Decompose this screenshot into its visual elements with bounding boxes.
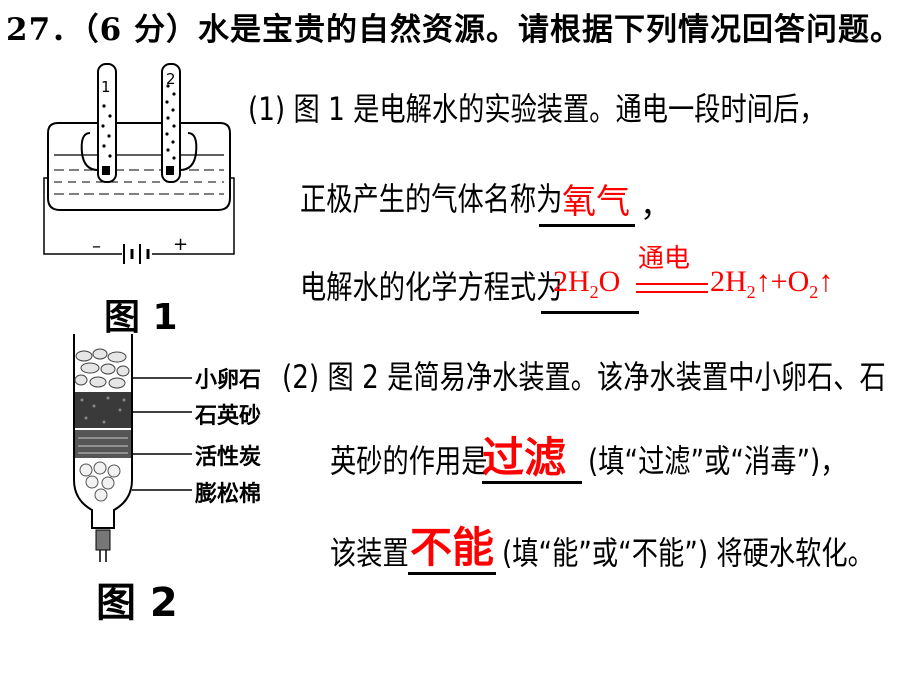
part2-soft-suffix: (填“能”或“不能”) 将硬水软化。 (502, 528, 900, 574)
gas-suffix: ， (640, 186, 673, 224)
figure2-label: 图 2 (96, 580, 178, 626)
soft-suffix-text: (填“能”或“不能”) 将硬水软化。 (502, 534, 874, 572)
eq-right-arrow-O: ↑+O (755, 265, 810, 298)
soft-answer-blank (408, 528, 496, 575)
tube2-label: 2 (166, 70, 176, 88)
soft-answer: 不能 (410, 523, 495, 572)
equation-left-blank (541, 283, 639, 314)
part2-soft-prefix: 该装置 (330, 528, 426, 574)
question-title: 27．（6 分）水是宝贵的自然资源。请根据下列情况回答问题。 (6, 12, 900, 48)
eq-left-O: O (598, 265, 621, 298)
eq-right-2H: 2H (710, 265, 747, 298)
equation-left: 2H2O (553, 265, 620, 303)
tube1-label: 1 (101, 78, 111, 96)
equation-right: 2H2↑+O2↑ (710, 265, 833, 303)
eq-right-arrow: ↑ (818, 265, 834, 298)
equation-equals-sign (636, 283, 708, 293)
eq-right-sub2: 2 (809, 282, 819, 302)
gas-prefix-text: 正极产生的气体名称为 (300, 180, 563, 218)
water-filter-diagram (73, 334, 192, 562)
electrolysis-apparatus-diagram (43, 63, 235, 264)
soft-prefix-text: 该装置 (330, 534, 409, 572)
layer-label-activated-carbon: 活性炭 (195, 445, 262, 470)
gas-answer-blank (539, 186, 635, 227)
part1-intro-text: (1) 图 1 是电解水的实验装置。通电一段时间后， (248, 90, 826, 128)
equation-condition: 通电 (638, 244, 691, 274)
layer-label-cotton: 膨松棉 (195, 482, 262, 507)
part1-intro: (1) 图 1 是电解水的实验装置。通电一段时间后， (248, 84, 900, 130)
role-prefix-text: 英砂的作用是 (330, 442, 488, 480)
role-answer-blank (482, 437, 582, 484)
eq-right-sub1: 2 (746, 282, 756, 302)
eq-left-2H: 2H (553, 265, 590, 298)
battery-minus: – (92, 236, 101, 257)
layer-label-quartz-sand: 石英砂 (195, 404, 262, 429)
part1-eq-prefix: 电解水的化学方程式为 (300, 262, 620, 308)
part2-intro: (2) 图 2 是简易净水装置。该净水装置中小卵石、石 (282, 352, 900, 398)
part1-gas-prefix: 正极产生的气体名称为 (300, 174, 620, 220)
eq-left-sub: 2 (589, 282, 599, 302)
part2-role-suffix: (填“过滤”或“消毒”)， (588, 436, 900, 482)
layer-label-pebbles: 小卵石 (195, 368, 262, 393)
part2-intro-text: (2) 图 2 是简易净水装置。该净水装置中小卵石、石 (282, 358, 886, 396)
battery-plus: + (173, 234, 189, 255)
gas-answer: 氧气 (562, 182, 630, 222)
figure1-label: 图 1 (104, 297, 178, 338)
part2-role-prefix: 英砂的作用是 (330, 436, 522, 482)
role-suffix-text: (填“过滤”或“消毒”)， (588, 442, 847, 480)
eq-prefix-text: 电解水的化学方程式为 (300, 268, 563, 306)
role-answer: 过滤 (482, 433, 567, 482)
